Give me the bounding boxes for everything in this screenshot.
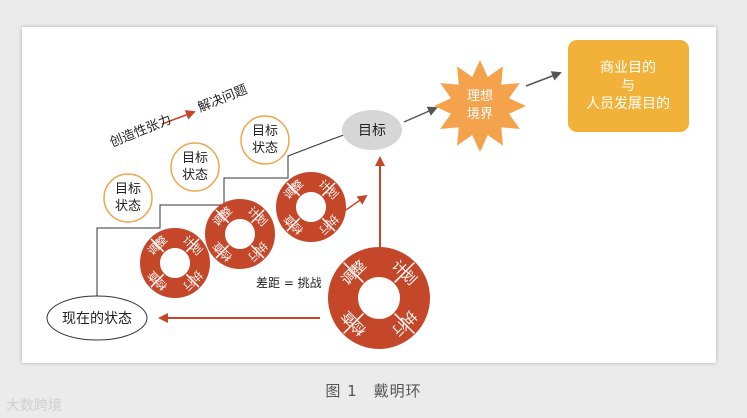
ring-separator (321, 217, 336, 232)
ring-band (205, 199, 275, 269)
ring-separator (185, 238, 200, 253)
staircase-line (96, 131, 353, 300)
tension-arrow (161, 110, 196, 125)
ring-separator (150, 273, 165, 288)
svg-text:状态: 状态 (182, 168, 208, 183)
ring-separator (250, 244, 265, 259)
svg-text:目标: 目标 (252, 124, 278, 139)
ideal-to-business-arrow (525, 71, 562, 87)
pdca-ring-2: 调整计划执行检查 (205, 199, 275, 269)
ideal-label-2: 境界 (467, 107, 493, 122)
ring-separator (394, 262, 415, 283)
figure-caption: 图 1 戴明环 (325, 382, 422, 400)
current-state-ellipse (46, 295, 148, 341)
pdca-ring-1: 调整计划执行检查 (140, 228, 210, 298)
ring-separator (394, 313, 415, 334)
ring-separator (321, 182, 336, 197)
solve-problem-label: 解决问题 (196, 82, 250, 115)
goal-ellipse (342, 110, 402, 150)
goal-state-circle-3: 目标 状态 (240, 115, 290, 165)
pdca-ring-4: 调整计划执行检查 (328, 247, 430, 349)
goal-state-circle-1: 目标 状态 (103, 173, 153, 223)
ideal-burst (434, 60, 526, 152)
business-goal-line-1: 商业目的 (600, 60, 656, 76)
ring-separator (185, 273, 200, 288)
ring-separator (215, 244, 230, 259)
ring-separator (150, 238, 165, 253)
ring-band (140, 228, 210, 298)
gap-arrow (345, 194, 368, 211)
ring-separator (286, 182, 301, 197)
ideal-label-1: 理想 (467, 88, 493, 104)
ring-separator (286, 217, 301, 232)
tension-label: 创造性张力 (108, 112, 174, 150)
ring-separator (215, 209, 230, 224)
goal-label: 目标 (358, 123, 386, 139)
pdca-ring-3: 调整计划执行检查 (276, 172, 346, 242)
ring-band (328, 247, 430, 349)
current-state-label: 现在的状态 (62, 311, 132, 327)
watermark: 大数跨境 (6, 398, 62, 414)
svg-text:状态: 状态 (252, 141, 278, 156)
svg-text:目标: 目标 (182, 151, 208, 166)
goal-state-circle-2: 目标 状态 (170, 142, 220, 192)
ring-separator (343, 313, 364, 334)
ring-separator (343, 262, 364, 283)
business-goal-line-2: 与 (621, 78, 635, 94)
business-goal-box (568, 40, 689, 132)
ring-band (276, 172, 346, 242)
svg-text:状态: 状态 (115, 199, 141, 214)
ring-separator (250, 209, 265, 224)
gap-label: 差距 = 挑战 (256, 276, 322, 290)
goal-to-ideal-arrow (403, 106, 438, 123)
business-goal-line-3: 人员发展目的 (586, 96, 670, 112)
svg-text:目标: 目标 (115, 182, 141, 197)
